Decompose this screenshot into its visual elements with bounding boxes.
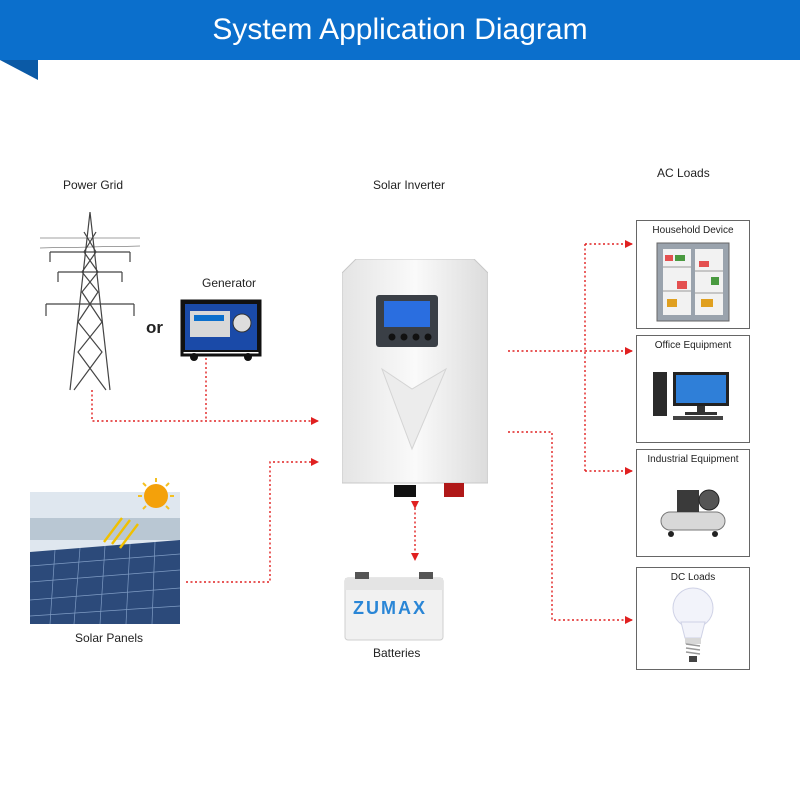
or-label: or [146, 318, 163, 337]
battery-brand: ZUMAX [353, 598, 427, 618]
office-equipment-label: Office Equipment [654, 340, 732, 351]
household-device-label: Household Device [652, 225, 734, 236]
industrial-equipment-label: Industrial Equipment [647, 454, 739, 465]
page-title: System Application Diagram [212, 13, 588, 46]
office-equipment-box: Office Equipment [636, 335, 750, 443]
generator-label: Generator [202, 276, 257, 290]
solar-inverter-icon [342, 259, 488, 497]
dc-loads-box: DC Loads [636, 567, 750, 670]
ac-loads-label: AC Loads [657, 166, 710, 180]
header-banner [0, 0, 800, 60]
solar-to-inverter-line [186, 458, 319, 583]
generator-icon [180, 299, 262, 361]
power-grid-label: Power Grid [63, 178, 124, 192]
battery-icon [344, 572, 444, 641]
power-grid-tower-icon [40, 212, 140, 391]
dc-loads-label: DC Loads [670, 572, 716, 583]
grid-to-inverter-line [91, 390, 319, 425]
solar-inverter-label: Solar Inverter [373, 178, 446, 192]
solar-panels-label: Solar Panels [75, 631, 144, 645]
computer-icon [653, 372, 729, 420]
air-compressor-icon [660, 489, 726, 537]
batteries-label: Batteries [373, 646, 421, 660]
refrigerator-icon [656, 242, 730, 322]
light-bulb-icon [672, 587, 714, 662]
solar-panels-icon [30, 478, 181, 624]
household-device-box: Household Device [636, 220, 750, 329]
inverter-to-dc-line [508, 431, 633, 624]
industrial-equipment-box: Industrial Equipment [636, 449, 750, 557]
banner-fold [0, 60, 38, 80]
